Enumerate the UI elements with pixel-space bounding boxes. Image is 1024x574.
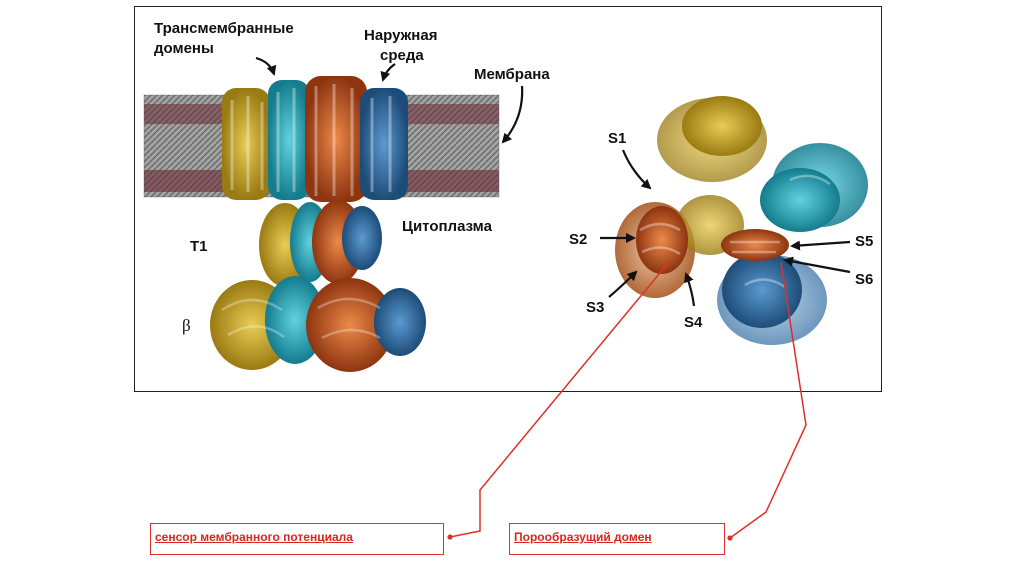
voltage-sensor-callout-text: сенсор мембранного потенциала bbox=[155, 530, 353, 544]
outer-environment-label-line2: среда bbox=[380, 47, 424, 65]
pore-domain-callout-text: Порообразущий домен bbox=[514, 530, 652, 544]
cytoplasm-label: Цитоплазма bbox=[402, 218, 492, 236]
segment-label-s3: S3 bbox=[586, 299, 604, 317]
segment-label-s4: S4 bbox=[684, 314, 702, 332]
outer-environment-label-line1: Наружная bbox=[364, 27, 437, 45]
beta-label: β bbox=[182, 317, 191, 335]
segment-label-s1: S1 bbox=[608, 130, 626, 148]
callout-dot-pore bbox=[727, 535, 732, 540]
transmembrane-domains-label-line1: Трансмембранные bbox=[154, 20, 294, 38]
segment-label-s2: S2 bbox=[569, 231, 587, 249]
t1-label: T1 bbox=[190, 238, 208, 256]
membrane-label: Мембрана bbox=[474, 66, 550, 84]
transmembrane-helices bbox=[222, 76, 408, 202]
beta-subunits bbox=[210, 276, 426, 372]
callout-dot-sensor bbox=[447, 534, 452, 539]
pore-domain-callout: Порообразущий домен bbox=[509, 523, 725, 555]
top-view-tetramer bbox=[615, 96, 868, 345]
segment-label-s6: S6 bbox=[855, 271, 873, 289]
voltage-sensor-callout: сенсор мембранного потенциала bbox=[150, 523, 444, 555]
transmembrane-domains-label-line2: домены bbox=[154, 40, 214, 58]
t1-domain bbox=[259, 200, 382, 287]
segment-label-s5: S5 bbox=[855, 233, 873, 251]
